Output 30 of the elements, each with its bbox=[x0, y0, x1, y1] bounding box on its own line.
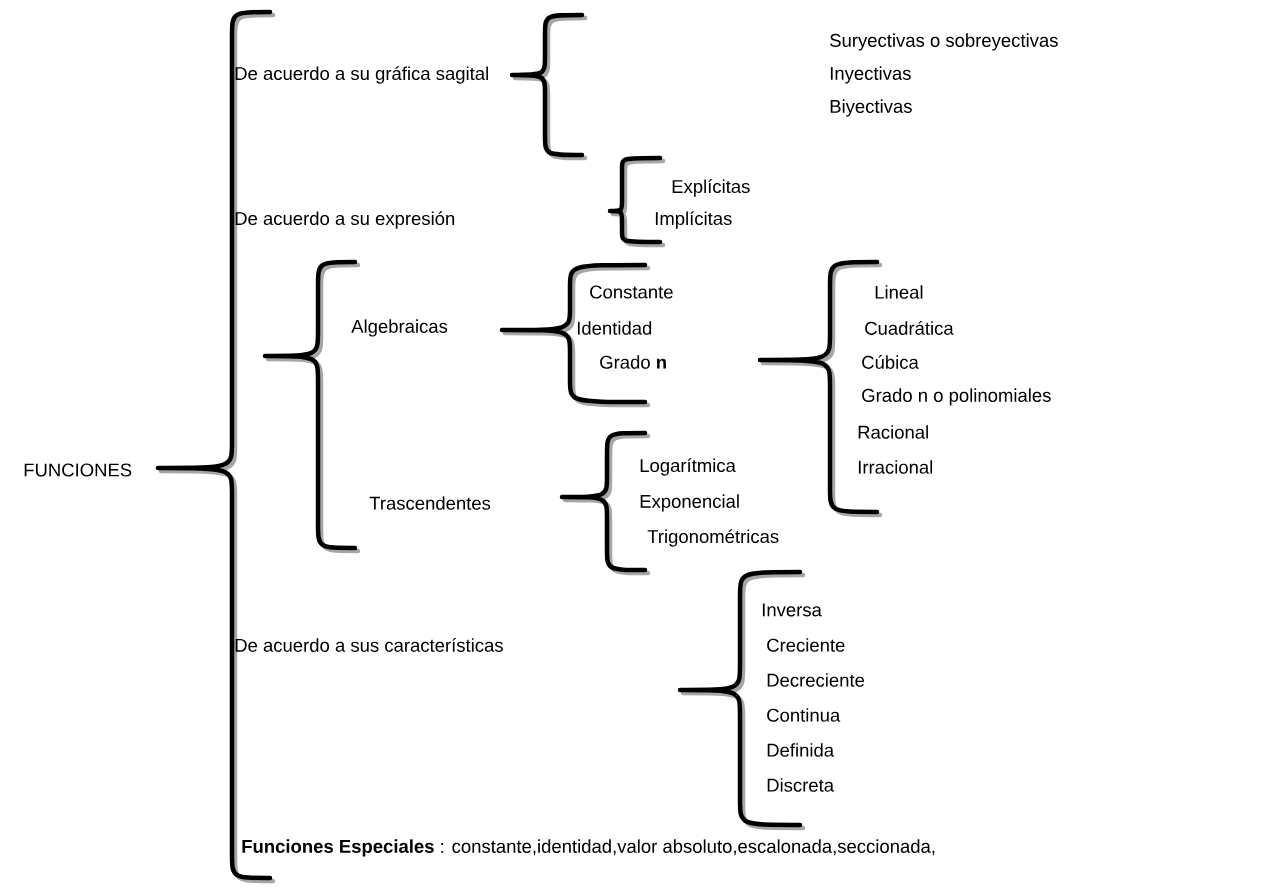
category-text: Trigonométricas bbox=[647, 529, 779, 547]
category-text: Logarítmica bbox=[640, 458, 736, 476]
category-text: De acuerdo a su expresión bbox=[235, 211, 455, 229]
category-text: Implícitas bbox=[655, 211, 732, 229]
category-text: Constante bbox=[590, 285, 673, 299]
category-text: Continua bbox=[767, 708, 841, 722]
category-text: Trascendentes bbox=[369, 496, 491, 510]
category-text: Funciones Especiales : constante,identidad,valor absoluto,escalonada,seccionada, bbox=[242, 839, 935, 857]
category-text: Cuadrática bbox=[865, 321, 954, 335]
category-text: Algebraicas bbox=[351, 319, 448, 337]
category-text: Irracional bbox=[858, 460, 933, 474]
category-text: Grado n bbox=[600, 355, 666, 369]
category-text: Suryectivas o sobreyectivas bbox=[830, 33, 1058, 51]
category-text: Discreta bbox=[767, 778, 835, 792]
category-text: Grado n o polinomiales bbox=[862, 388, 1051, 406]
category-text: Racional bbox=[858, 425, 928, 439]
category-text: Decreciente bbox=[767, 673, 865, 687]
category-text: Lineal bbox=[875, 285, 923, 299]
category-text: Biyectivas bbox=[830, 99, 912, 117]
category-text: Inyectivas bbox=[830, 66, 911, 84]
category-text: Identidad bbox=[577, 321, 652, 335]
category-text: De acuerdo a su gráfica sagital bbox=[235, 66, 488, 84]
category-text: Creciente bbox=[767, 638, 845, 652]
category-text: De acuerdo a sus características bbox=[235, 638, 503, 652]
category-text: FUNCIONES bbox=[24, 463, 132, 477]
category-text: Exponencial bbox=[640, 494, 739, 512]
category-text: Cúbica bbox=[862, 355, 919, 369]
category-text: Definida bbox=[767, 743, 835, 757]
category-text: Explícitas bbox=[672, 179, 750, 197]
category-text: Inversa bbox=[762, 603, 822, 617]
